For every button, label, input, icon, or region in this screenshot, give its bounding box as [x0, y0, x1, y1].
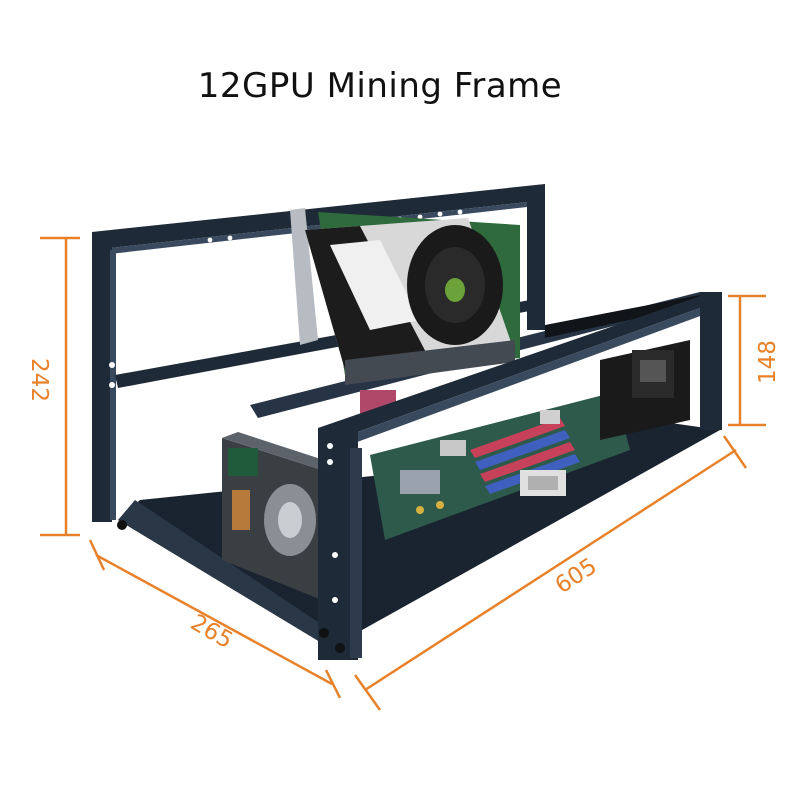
dimension-height-label: 242 [26, 358, 52, 402]
hard-drive [222, 432, 330, 600]
rear-right-post [527, 190, 545, 330]
dimension-depth-label: 265 [186, 610, 237, 654]
power-supply [600, 340, 690, 440]
gpu-bracket [290, 208, 318, 345]
mining-frame [92, 184, 722, 660]
front-top-rail [318, 292, 722, 442]
dimension-depth-line [95, 553, 333, 686]
dimension-lines [40, 236, 766, 711]
front-right-post [700, 292, 722, 430]
rear-left-post [92, 232, 112, 522]
page-title: 12GPU Mining Frame [197, 66, 563, 106]
gpu-card [290, 208, 520, 385]
nvidia-logo-icon [445, 278, 465, 302]
dimension-length-label: 605 [551, 553, 602, 599]
rear-top-rail [92, 184, 545, 250]
dimension-length-line [364, 448, 737, 692]
dimension-rear-height-label: 148 [755, 340, 781, 384]
